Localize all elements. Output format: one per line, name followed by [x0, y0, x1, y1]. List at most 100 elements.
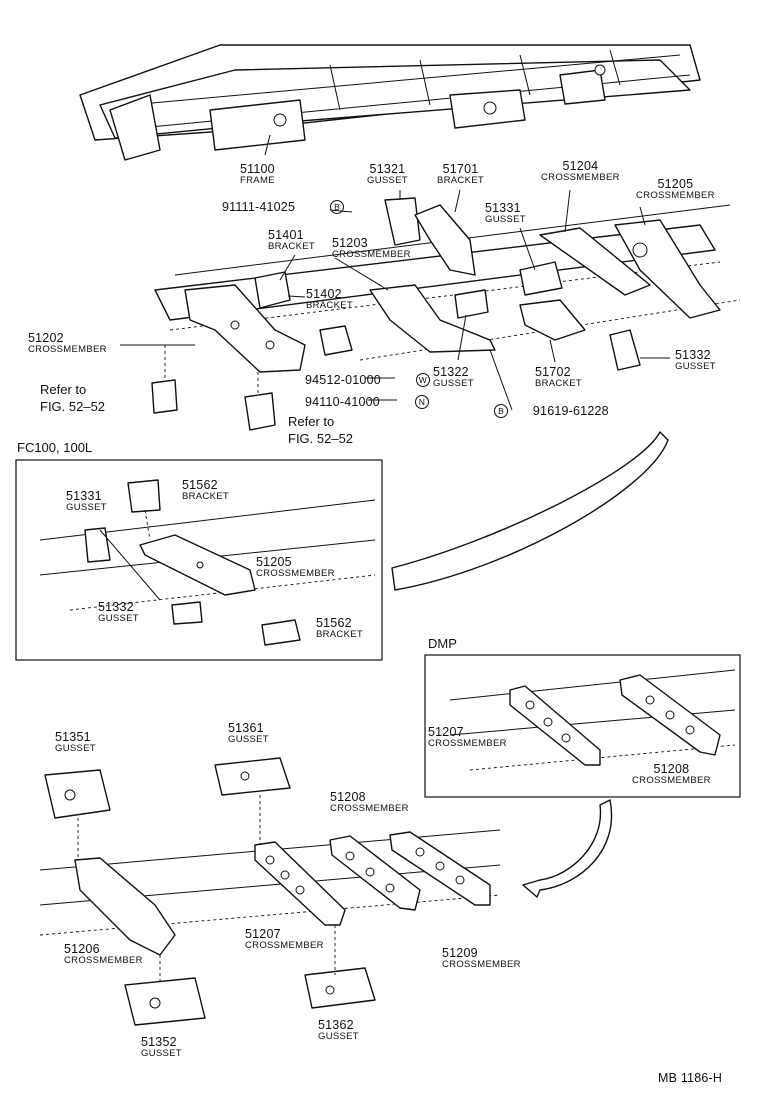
- reference-line2: FIG. 52–52: [288, 431, 354, 446]
- part-number: 51701: [442, 162, 479, 176]
- label-51203: 51203 CROSSMEMBER: [332, 237, 411, 259]
- frame-assembly: [79, 44, 701, 161]
- figure-code: MB 1186-H: [658, 1071, 723, 1085]
- label-51352: 51352 GUSSET: [141, 1036, 182, 1058]
- part-description: GUSSET: [141, 1047, 182, 1059]
- part-description: GUSSET: [367, 174, 408, 186]
- label-51208-dmp: 51208 CROSSMEMBER: [632, 763, 711, 785]
- bracket-51402-shape: [319, 325, 353, 356]
- reference-fig-52-52-left: Refer to FIG. 52–52: [40, 381, 105, 415]
- label-51562-bottom: 51562 BRACKET: [316, 617, 363, 639]
- section-title-dmp: DMP: [428, 636, 457, 651]
- label-94512-01000: 94512-01000 W: [305, 372, 434, 388]
- label-51209: 51209 CROSSMEMBER: [442, 947, 521, 969]
- part-description: CROSSMEMBER: [330, 802, 409, 814]
- part-number: 51352: [141, 1035, 177, 1049]
- arrow-dmp-icon: [522, 799, 613, 898]
- part-description: CROSSMEMBER: [428, 737, 507, 749]
- refer-parts: [151, 345, 276, 431]
- label-51562-top: 51562 BRACKET: [182, 479, 229, 501]
- part-description: CROSSMEMBER: [442, 958, 521, 970]
- part-number: 51332: [98, 600, 134, 614]
- label-51205-fc100: 51205 CROSSMEMBER: [256, 556, 335, 578]
- fastener-number: 91111-41025: [222, 200, 296, 214]
- part-description: CROSSMEMBER: [245, 939, 324, 951]
- part-description: BRACKET: [437, 174, 484, 186]
- part-number: 51202: [28, 331, 64, 345]
- dmp-box: [424, 654, 741, 798]
- part-description: BRACKET: [182, 490, 229, 502]
- part-number: 51562: [182, 478, 218, 492]
- part-number: 51100: [240, 162, 275, 176]
- fastener-number: 94512-01000: [305, 373, 381, 387]
- gusset-51352-shape: [124, 955, 206, 1026]
- label-51331-fc100: 51331 GUSSET: [66, 490, 107, 512]
- fastener-number: 91619-61228: [532, 404, 609, 418]
- label-51401: 51401 BRACKET: [268, 229, 315, 251]
- part-description: CROSSMEMBER: [632, 774, 711, 786]
- bracket-51401-shape: [254, 271, 291, 309]
- part-number: 51362: [318, 1018, 354, 1032]
- gusset-51332-shape: [609, 329, 641, 371]
- crossmember-51204-shape: [539, 227, 651, 296]
- lower-rails: [39, 829, 501, 956]
- part-description: GUSSET: [318, 1030, 359, 1042]
- arrow-fc100-icon: [391, 431, 669, 591]
- part-description: CROSSMEMBER: [28, 343, 107, 355]
- label-51204: 51204 CROSSMEMBER: [541, 160, 620, 182]
- part-number: 51204: [562, 159, 599, 173]
- part-number: 51331: [485, 201, 521, 215]
- part-description: BRACKET: [535, 377, 582, 389]
- part-description: BRACKET: [316, 628, 363, 640]
- gusset-51331-shape: [519, 261, 563, 296]
- part-description: GUSSET: [485, 213, 526, 225]
- part-number: 51208: [653, 762, 690, 776]
- part-description: GUSSET: [98, 612, 139, 624]
- label-51100: 51100 FRAME: [240, 163, 275, 185]
- symbol-w-icon: W: [415, 372, 430, 387]
- part-number: 51331: [66, 489, 102, 503]
- label-51207-dmp: 51207 CROSSMEMBER: [428, 726, 507, 748]
- label-51402: 51402 BRACKET: [306, 288, 353, 310]
- fastener-number: 94110-41000: [305, 395, 380, 409]
- label-51321: 51321 GUSSET: [367, 163, 408, 185]
- crossmember-51205-shape: [614, 219, 721, 319]
- gusset-51362-shape: [304, 925, 376, 1009]
- part-number: 51702: [535, 365, 571, 379]
- part-number: 51361: [228, 721, 264, 735]
- part-number: 51207: [428, 725, 464, 739]
- part-number: 51351: [55, 730, 91, 744]
- part-description: GUSSET: [66, 501, 107, 513]
- part-description: GUSSET: [55, 742, 96, 754]
- part-description: GUSSET: [228, 733, 269, 745]
- label-51351: 51351 GUSSET: [55, 731, 96, 753]
- label-91619-61228: B 91619-61228: [490, 403, 609, 419]
- part-number: 51401: [268, 228, 304, 242]
- label-51702: 51702 BRACKET: [535, 366, 582, 388]
- label-51205-upper: 51205 CROSSMEMBER: [636, 178, 715, 200]
- label-51202: 51202 CROSSMEMBER: [28, 332, 107, 354]
- label-91111-41025: 91111-41025 B: [222, 199, 348, 215]
- reference-line1: Refer to: [40, 382, 87, 397]
- symbol-b-icon: B: [494, 403, 508, 418]
- fc100-contents: [39, 479, 376, 646]
- label-51361: 51361 GUSSET: [228, 722, 269, 744]
- part-number: 51205: [256, 555, 292, 569]
- part-description: CROSSMEMBER: [64, 954, 143, 966]
- part-number: 51332: [675, 348, 711, 362]
- bracket-51702-shape: [519, 299, 586, 341]
- part-number: 51208: [330, 790, 366, 804]
- crossmember-51202-shape: [184, 284, 306, 373]
- label-51208-lower: 51208 CROSSMEMBER: [330, 791, 409, 813]
- dmp-contents: [449, 669, 736, 771]
- part-description: BRACKET: [306, 299, 353, 311]
- part-description: CROSSMEMBER: [541, 171, 620, 183]
- reference-line2: FIG. 52–52: [40, 399, 106, 414]
- fc100-box: [15, 459, 383, 661]
- bracket-51701-shape: [414, 204, 476, 276]
- part-number: 51322: [433, 365, 469, 379]
- part-number: 51402: [306, 287, 342, 301]
- gusset-51321-shape: [384, 197, 421, 246]
- symbol-n-icon: N: [414, 394, 429, 409]
